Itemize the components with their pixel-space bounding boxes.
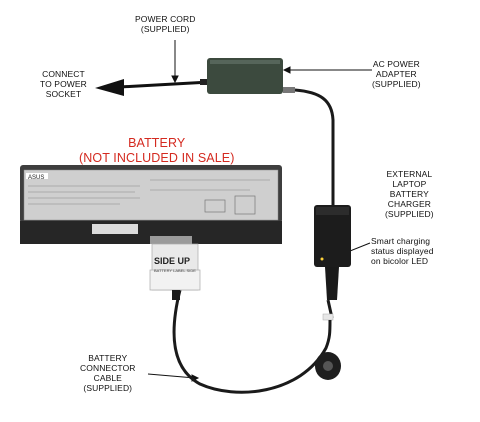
connector-cable — [172, 289, 332, 394]
label-led-status: Smart charging status displayed on bicol… — [371, 236, 434, 266]
label-connector-cable: BATTERY CONNECTOR CABLE (SUPPLIED) — [80, 353, 136, 393]
label-ac-adapter: AC POWER ADAPTER (SUPPLIED) — [372, 59, 421, 89]
side-up-sublabel: BATTERY LABEL SIDE — [154, 268, 196, 273]
dc-cable — [294, 88, 335, 206]
label-battery-title: BATTERY (NOT INCLUDED IN SALE) — [79, 136, 235, 165]
ac-adapter — [207, 58, 295, 94]
label-charger: EXTERNAL LAPTOP BATTERY CHARGER (SUPPLIE… — [385, 169, 434, 219]
battery-pack — [20, 165, 282, 244]
side-up-label: SIDE UP — [154, 256, 190, 266]
battery-connector — [149, 243, 201, 300]
battery-charger — [314, 205, 351, 321]
battery-brand: ASUS — [28, 175, 44, 181]
power-cord — [95, 79, 211, 96]
label-connect-socket: CONNECT TO POWER SOCKET — [40, 69, 87, 99]
led-indicator — [320, 257, 324, 261]
label-power-cord: POWER CORD (SUPPLIED) — [135, 14, 196, 34]
